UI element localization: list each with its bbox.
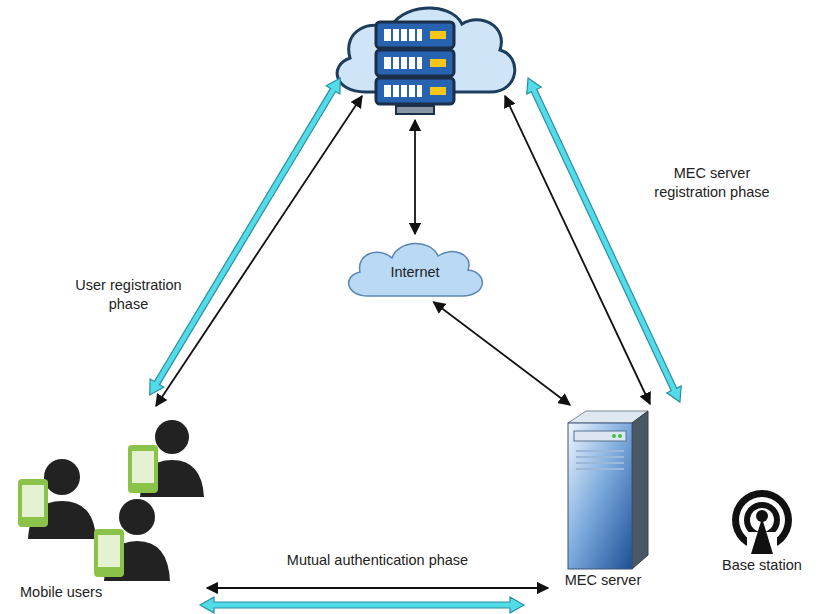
edge-label: Mutual authentication phase <box>284 551 471 570</box>
node-label: Base station <box>722 556 802 574</box>
phase-label: User registration phase <box>66 276 191 314</box>
base-station: Base station <box>722 488 802 574</box>
registration-arrows <box>156 96 650 406</box>
phase-label: MEC server registration phase <box>642 164 782 202</box>
node-label: Internet <box>390 263 439 281</box>
connector-arrow <box>207 587 548 589</box>
cloud-server-icon <box>337 8 515 114</box>
base-station-icon <box>727 488 797 556</box>
internet-cloud: Internet <box>338 238 492 302</box>
mec-server-icon <box>548 405 658 571</box>
connector-arrow <box>433 302 570 405</box>
node-label: MEC server <box>565 571 642 589</box>
mec-server: MEC server <box>548 405 658 589</box>
mobile-users-icon <box>12 415 207 583</box>
node-label: Mobile users <box>12 583 102 601</box>
mobile-users: Mobile users <box>12 415 207 601</box>
phase-arrows <box>143 74 687 613</box>
